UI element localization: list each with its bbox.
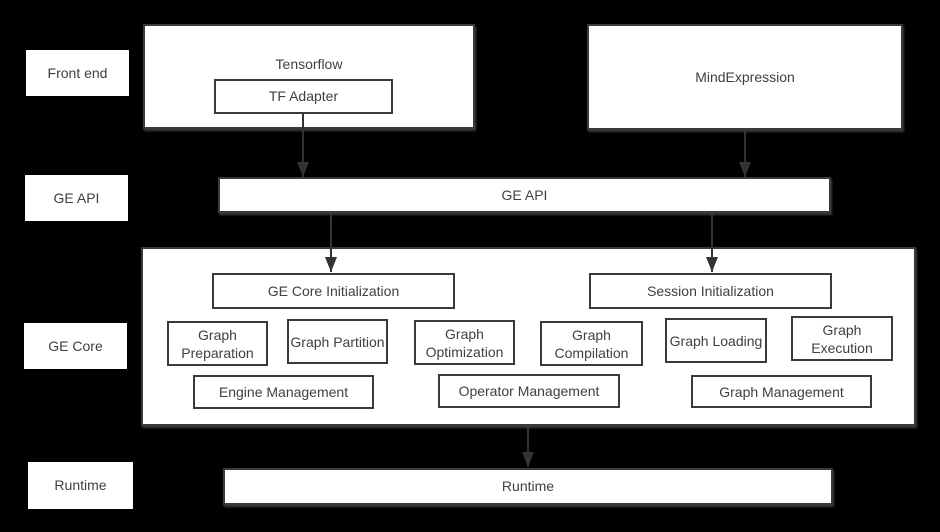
- module-box-graph-preparation: Graph Preparation: [167, 321, 268, 366]
- management-box-operator-management: Operator Management: [438, 374, 620, 408]
- module-label-graph-preparation: Graph Preparation: [181, 326, 254, 361]
- ge-api-bar: GE API: [218, 177, 831, 213]
- ge-core-box: GE Core Initialization Session Initializ…: [141, 247, 916, 426]
- row-label-ge-api-text: GE API: [53, 189, 100, 206]
- module-label-graph-partition: Graph Partition: [290, 333, 385, 350]
- module-box-graph-execution: Graph Execution: [791, 316, 893, 361]
- row-label-front-end-text: Front end: [47, 64, 108, 81]
- module-box-graph-optimization: Graph Optimization: [414, 320, 515, 365]
- session-initialization-label: Session Initialization: [647, 283, 774, 299]
- runtime-bar: Runtime: [223, 468, 833, 505]
- tf-adapter-box: TF Adapter: [214, 79, 393, 114]
- runtime-bar-label: Runtime: [501, 478, 555, 494]
- ge-core-initialization-box: GE Core Initialization: [212, 273, 455, 309]
- arrow-ge-api-to-ge-core-initialization: [330, 213, 332, 272]
- management-label-engine-management: Engine Management: [218, 384, 349, 400]
- module-label-graph-loading: Graph Loading: [669, 332, 763, 349]
- arrow-mindexpression-to-ge-api: [744, 130, 746, 177]
- arrow-tf-adapter-to-ge-api: [302, 114, 304, 177]
- management-box-engine-management: Engine Management: [193, 375, 374, 409]
- row-label-runtime-text: Runtime: [54, 477, 107, 493]
- ge-api-bar-label: GE API: [501, 186, 548, 203]
- management-label-operator-management: Operator Management: [458, 383, 600, 399]
- module-box-graph-partition: Graph Partition: [287, 319, 388, 364]
- ge-core-initialization-label: GE Core Initialization: [267, 283, 400, 299]
- row-label-runtime: Runtime: [28, 462, 133, 509]
- management-label-graph-management: Graph Management: [719, 383, 844, 400]
- module-box-graph-loading: Graph Loading: [665, 318, 767, 363]
- module-box-graph-compilation: Graph Compilation: [540, 321, 643, 366]
- mindexpression-box: MindExpression: [587, 24, 903, 130]
- arrow-ge-api-to-session-initialization: [711, 213, 713, 272]
- module-label-graph-compilation: Graph Compilation: [554, 326, 629, 361]
- row-label-front-end: Front end: [26, 50, 129, 96]
- row-label-ge-core: GE Core: [24, 323, 127, 369]
- module-label-graph-optimization: Graph Optimization: [425, 325, 504, 360]
- row-label-ge-core-text: GE Core: [48, 337, 103, 354]
- mindexpression-label: MindExpression: [695, 68, 795, 85]
- row-label-ge-api: GE API: [25, 175, 128, 221]
- tf-adapter-label: TF Adapter: [268, 88, 339, 104]
- tensorflow-box: Tensorflow TF Adapter: [143, 24, 475, 129]
- management-box-graph-management: Graph Management: [691, 375, 872, 408]
- tensorflow-label: Tensorflow: [275, 56, 343, 72]
- arrow-ge-core-to-runtime: [527, 426, 529, 467]
- module-label-graph-execution: Graph Execution: [811, 321, 873, 356]
- session-initialization-box: Session Initialization: [589, 273, 832, 309]
